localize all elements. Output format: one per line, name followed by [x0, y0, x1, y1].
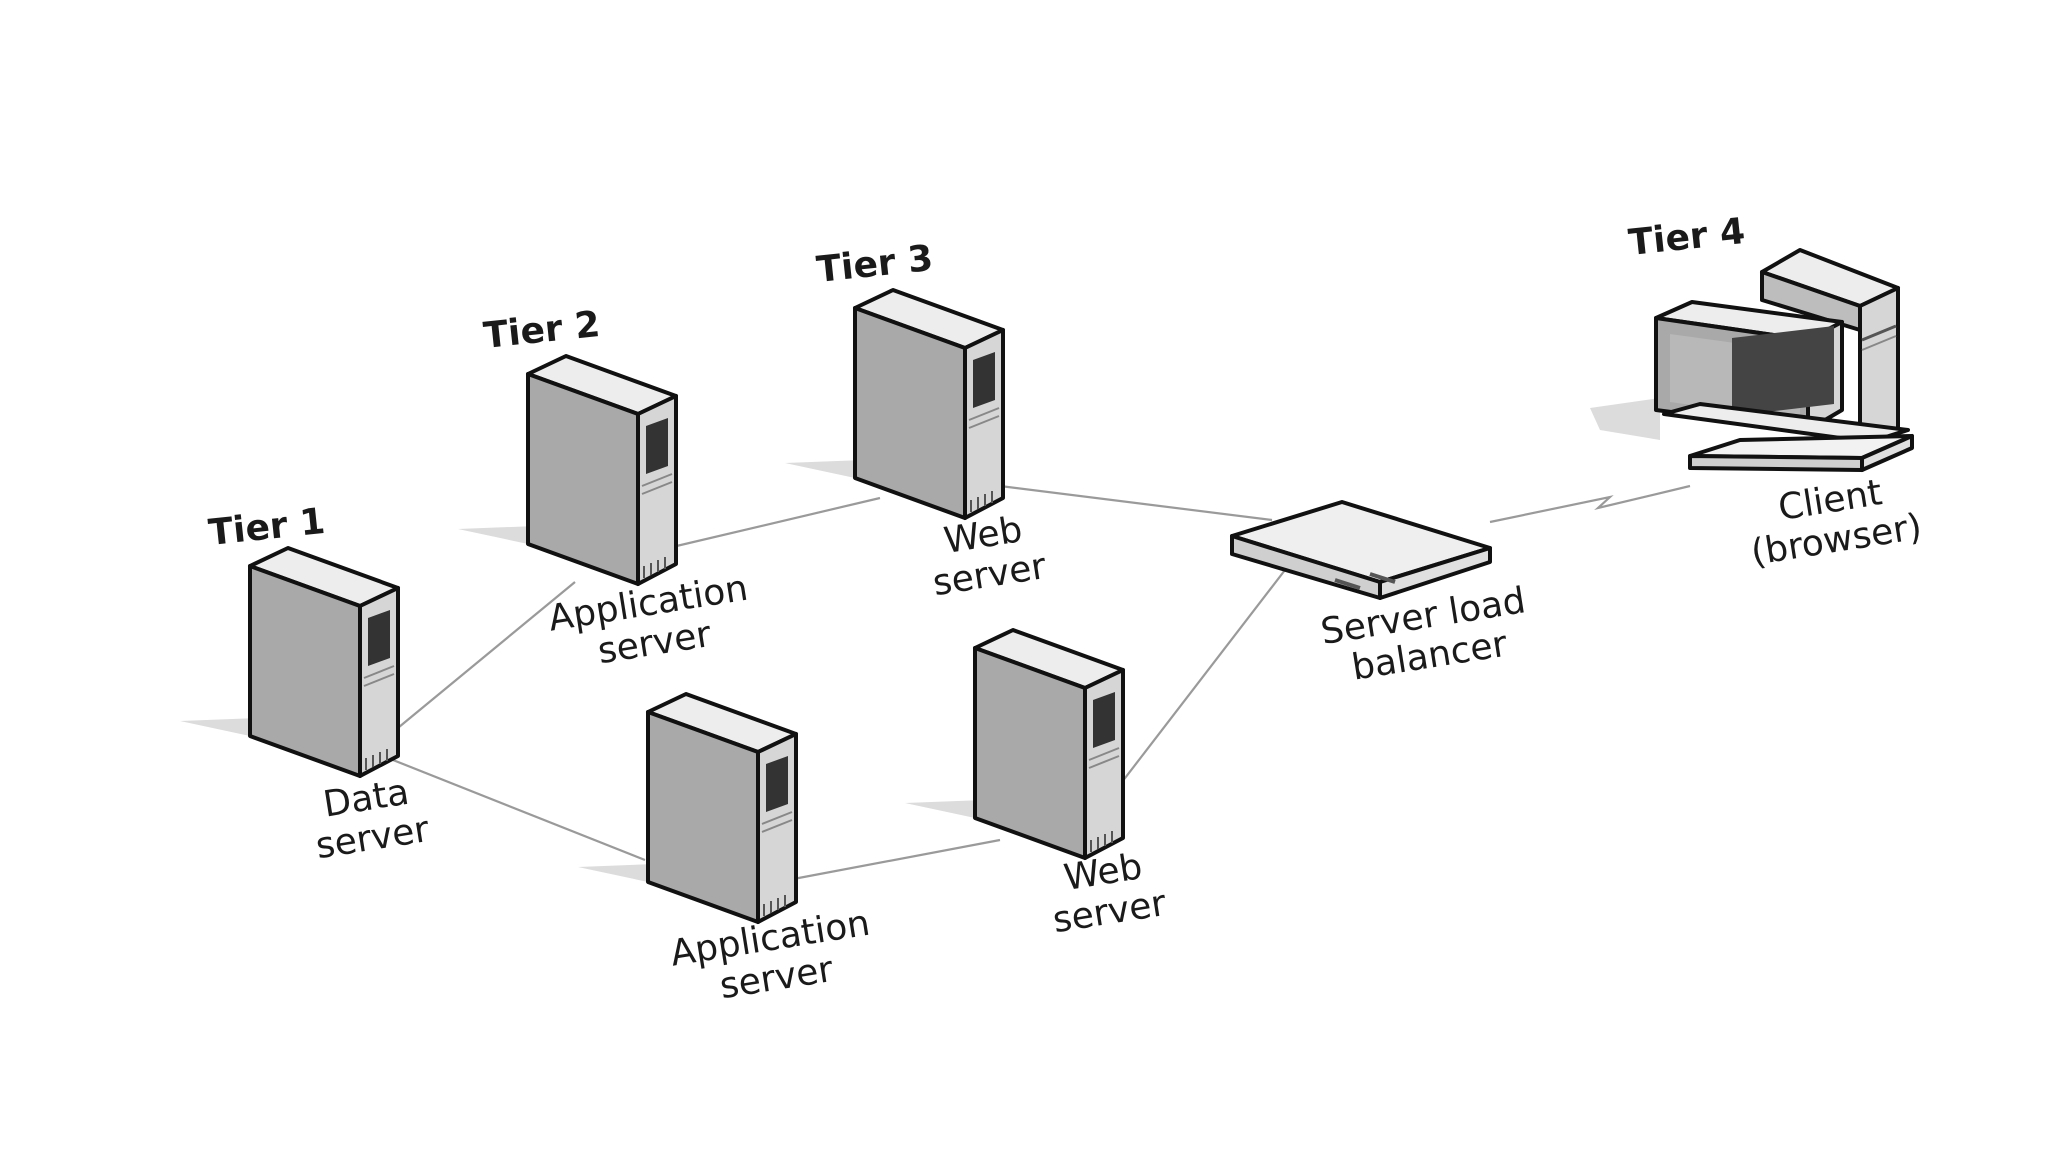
application-server-bottom-icon — [576, 692, 798, 924]
load-balancer-label: Server load balancer — [1318, 580, 1528, 688]
web-server-top-icon — [783, 288, 1005, 520]
application-server-bottom-label: Application server — [668, 903, 873, 1008]
client-label: Client (browser) — [1748, 472, 1924, 574]
client-computer-icon — [1590, 248, 1914, 472]
web-server-top-label: Web server — [930, 509, 1049, 604]
link-data-to-app-top — [392, 581, 576, 733]
tier-3-label: Tier 3 — [815, 238, 935, 291]
tier-2-label: Tier 2 — [482, 304, 602, 357]
link-web-top-to-balancer — [999, 484, 1273, 522]
connections — [392, 484, 1691, 882]
tier-4-label: Tier 4 — [1627, 211, 1747, 264]
tier-1-label: Tier 1 — [207, 501, 327, 554]
application-server-top-icon — [456, 354, 678, 586]
data-server-icon — [178, 546, 400, 778]
link-app-top-to-web-top — [667, 496, 881, 550]
web-server-bottom-icon — [903, 628, 1125, 860]
load-balancer-icon — [1230, 500, 1492, 600]
link-data-to-app-bottom — [392, 758, 646, 862]
data-server-label: Data server — [313, 772, 432, 868]
link-balancer-to-client — [1489, 484, 1691, 524]
web-server-bottom-label: Web server — [1050, 846, 1169, 941]
link-app-bottom-to-web-bottom — [787, 838, 1001, 882]
application-server-top-label: Application server — [546, 568, 751, 673]
link-web-bottom-to-balancer — [1111, 569, 1286, 796]
